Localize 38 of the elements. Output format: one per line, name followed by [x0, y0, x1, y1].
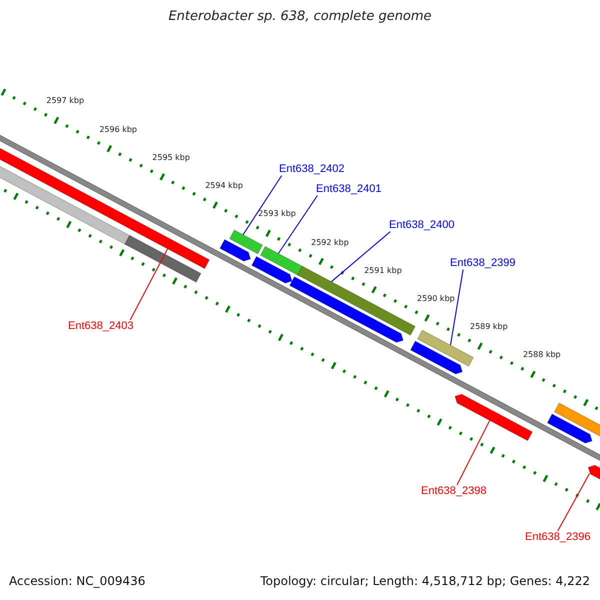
tick-label: 2593 kbp [258, 209, 296, 218]
genome-stats-text: Topology: circular; Length: 4,518,712 bp; Genes: 4,222 [260, 575, 590, 589]
leader-line [330, 231, 391, 282]
gene-label: Ent638_2401 [316, 183, 382, 196]
leader-line [450, 269, 464, 346]
gene-bar [546, 414, 592, 444]
gene-label: Ent638_2396 [525, 531, 590, 544]
gene-bar [229, 230, 263, 254]
tick-label: 2588 kbp [522, 350, 561, 360]
gene-label: Ent638_2398 [421, 485, 486, 498]
gene-bar [417, 330, 474, 367]
tick-label: 2589 kbp [470, 322, 508, 332]
gene-label: Ent638_2400 [389, 219, 454, 232]
leader-line [130, 248, 168, 320]
gene-bar [454, 394, 533, 442]
leader-line [456, 420, 490, 486]
gene-label: Ent638_2399 [450, 257, 516, 270]
tick-label: 2597 kbp [46, 96, 84, 106]
gene-bar [410, 340, 463, 374]
gene-bar [297, 266, 416, 336]
gene-bar [554, 402, 600, 438]
gene-bar [219, 239, 251, 262]
tick-label: 2594 kbp [205, 181, 243, 190]
tick-label: 2590 kbp [417, 294, 455, 304]
gene-bar [260, 246, 304, 276]
tick-label: 2596 kbp [99, 124, 138, 134]
gene-label: Ent638_2403 [68, 320, 134, 333]
gene-bar [251, 256, 292, 284]
tick-label: 2595 kbp [152, 152, 190, 162]
title: Enterobacter sp. 638, complete genome [167, 10, 433, 25]
gene-bar [124, 234, 202, 283]
gene-bar [289, 276, 404, 343]
tick-label: 2591 kbp [364, 266, 402, 275]
tick-label: 2592 kbp [311, 238, 349, 247]
gene-label: Ent638_2402 [279, 163, 344, 176]
leader-line [278, 195, 318, 254]
leader-line [557, 473, 590, 532]
accession-text: Accession: NC_009436 [9, 575, 146, 589]
